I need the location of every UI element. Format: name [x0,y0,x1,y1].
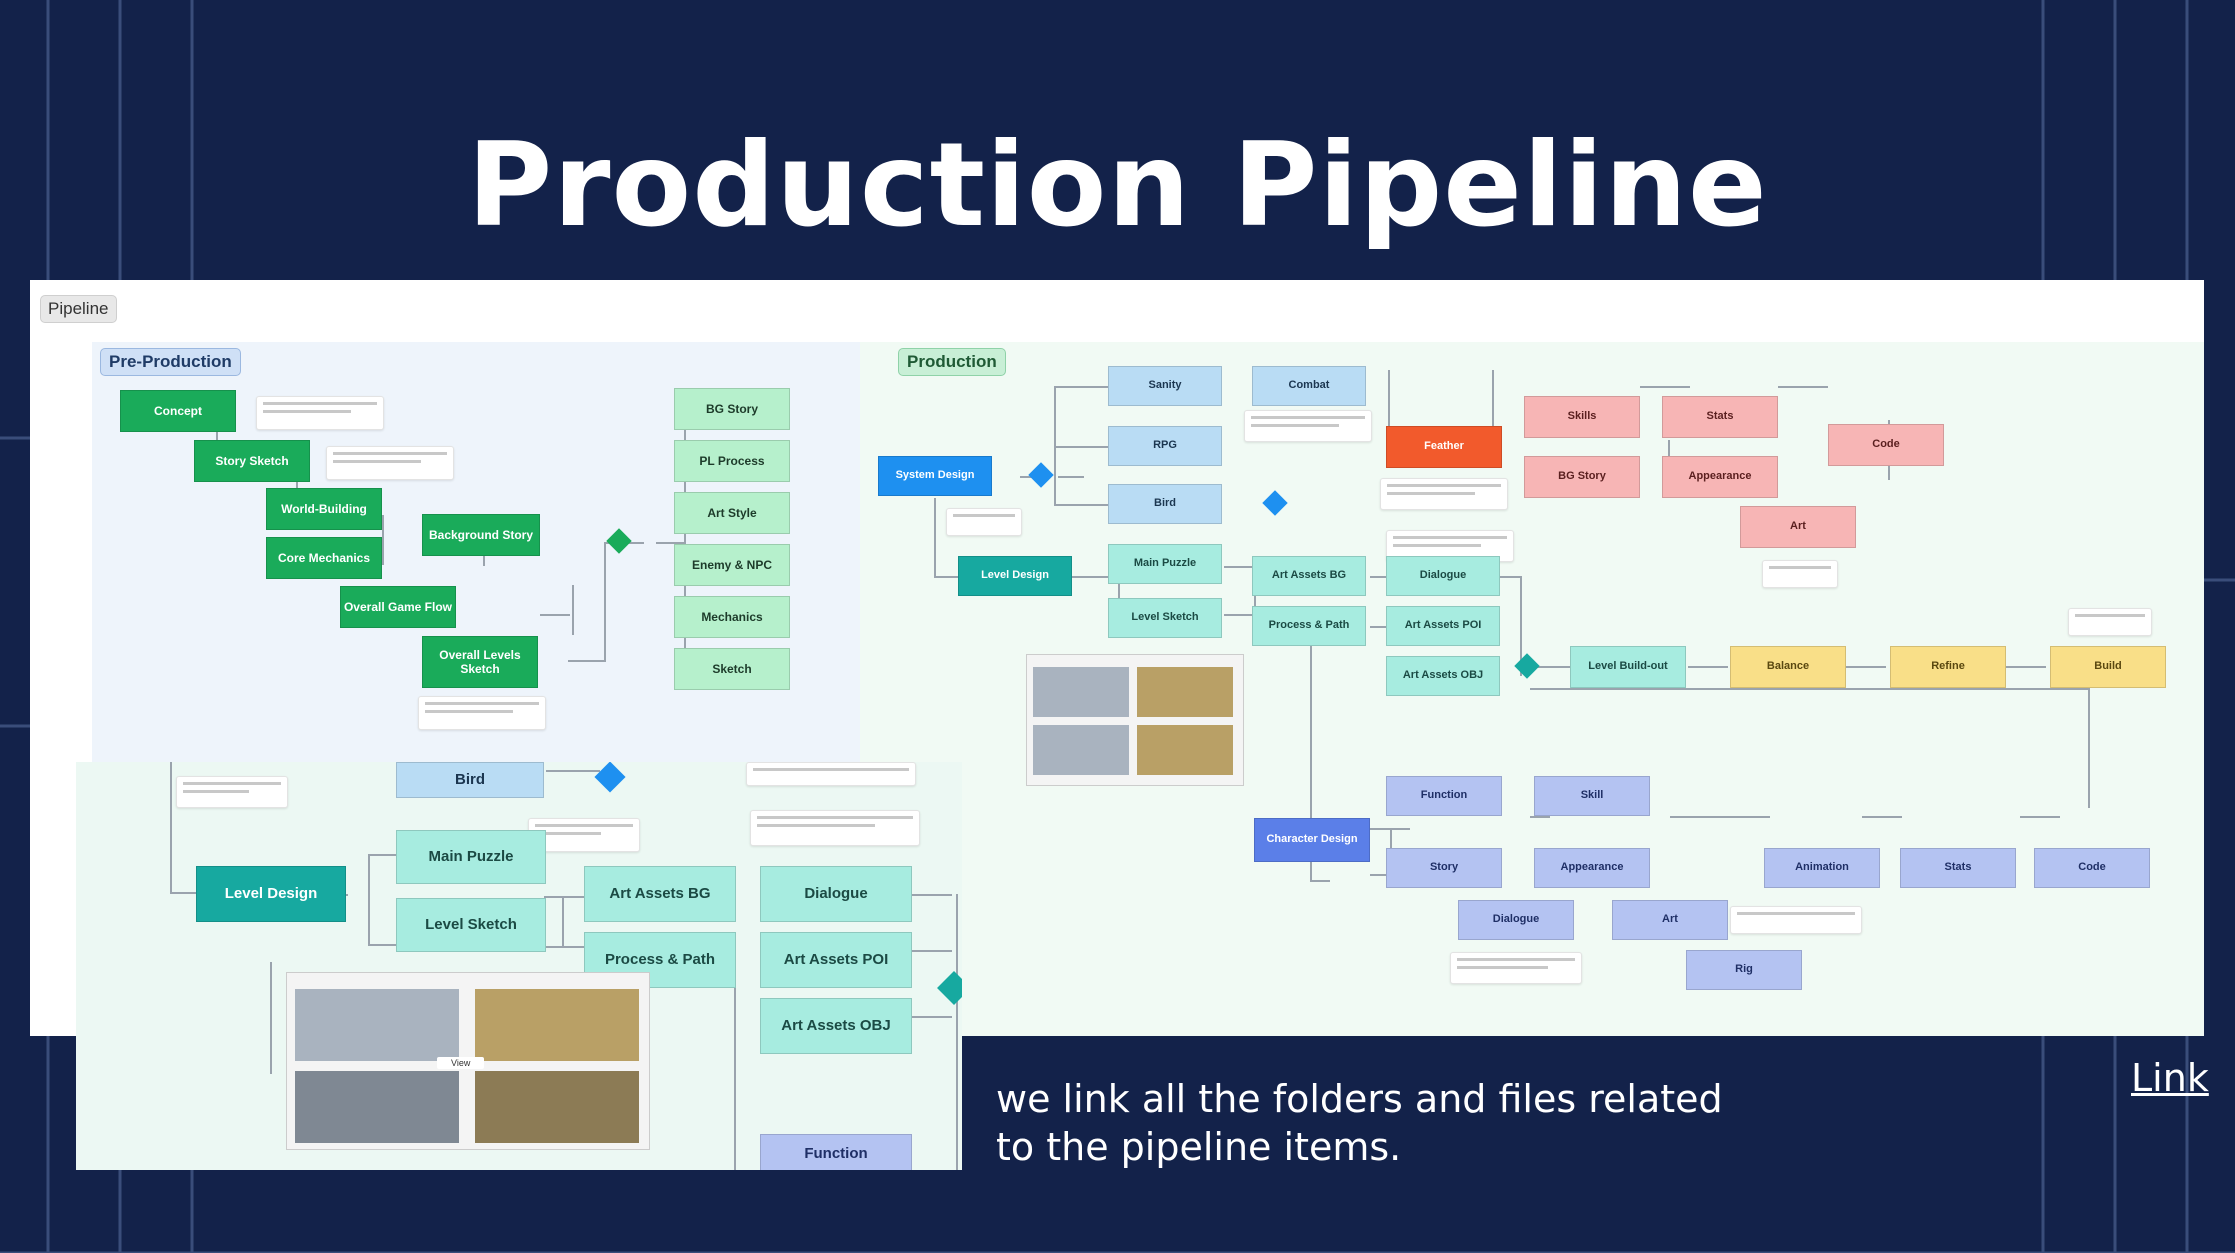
output-pl-process[interactable]: PL Process [674,440,790,482]
node-rig[interactable]: Rig [1686,950,1802,990]
node-character-design[interactable]: Character Design [1254,818,1370,862]
node-sanity[interactable]: Sanity [1108,366,1222,406]
node-core-mechanics[interactable]: Core Mechanics [266,537,382,579]
node-char-appearance[interactable]: Appearance [1534,848,1650,888]
node-animation[interactable]: Animation [1764,848,1880,888]
decision-diamond [937,971,962,1005]
node-build[interactable]: Build [2050,646,2166,688]
file-link-note[interactable] [256,396,384,430]
node-balance[interactable]: Balance [1730,646,1846,688]
node-refine[interactable]: Refine [1890,646,2006,688]
zoomed-detail-panel: Bird Level Design Main Puzzle Level Sket… [76,762,962,1170]
file-link-note[interactable] [1762,560,1838,588]
node-dialogue[interactable]: Dialogue [1386,556,1500,596]
file-link-note[interactable] [1450,952,1582,984]
node-char-dialogue[interactable]: Dialogue [1458,900,1574,940]
zoom-node-art-assets-poi[interactable]: Art Assets POI [760,932,912,988]
node-rpg[interactable]: RPG [1108,426,1222,466]
zoom-node-art-assets-obj[interactable]: Art Assets OBJ [760,998,912,1054]
file-link-note[interactable] [1244,410,1372,442]
node-code[interactable]: Code [1828,424,1944,466]
file-link-note[interactable] [1380,478,1508,510]
node-feather[interactable]: Feather [1386,426,1502,468]
zoom-node-level-sketch[interactable]: Level Sketch [396,898,546,952]
file-link-note[interactable] [750,810,920,846]
file-link-note[interactable] [746,762,916,786]
node-bg-story[interactable]: BG Story [1524,456,1640,498]
node-concept[interactable]: Concept [120,390,236,432]
node-stats[interactable]: Stats [1662,396,1778,438]
zoom-node-function[interactable]: Function [760,1134,912,1170]
output-art-style[interactable]: Art Style [674,492,790,534]
node-level-sketch[interactable]: Level Sketch [1108,598,1222,638]
file-link-note[interactable] [418,696,546,730]
node-process-path[interactable]: Process & Path [1252,606,1366,646]
output-bg-story[interactable]: BG Story [674,388,790,430]
level-screenshot-preview[interactable]: View [286,972,650,1150]
pipeline-tab[interactable]: Pipeline [40,295,117,323]
node-skill[interactable]: Skill [1534,776,1650,816]
zoom-node-bird[interactable]: Bird [396,762,544,798]
zoom-node-main-puzzle[interactable]: Main Puzzle [396,830,546,884]
output-enemy-npc[interactable]: Enemy & NPC [674,544,790,586]
file-link-note[interactable] [176,776,288,808]
node-art-assets-poi[interactable]: Art Assets POI [1386,606,1500,646]
node-art[interactable]: Art [1740,506,1856,548]
output-mechanics[interactable]: Mechanics [674,596,790,638]
node-world-building[interactable]: World-Building [266,488,382,530]
node-main-puzzle[interactable]: Main Puzzle [1108,544,1222,584]
node-story-sketch[interactable]: Story Sketch [194,440,310,482]
node-level-design[interactable]: Level Design [958,556,1072,596]
zoom-node-art-assets-bg[interactable]: Art Assets BG [584,866,736,922]
node-char-code[interactable]: Code [2034,848,2150,888]
node-overall-levels-sketch[interactable]: Overall Levels Sketch [422,636,538,688]
node-art-assets-obj[interactable]: Art Assets OBJ [1386,656,1500,696]
preproduction-label: Pre-Production [100,348,241,376]
file-link-note[interactable] [946,508,1022,536]
slide-caption: we link all the folders and files relate… [996,1075,1723,1171]
output-sketch[interactable]: Sketch [674,648,790,690]
caption-line-2: to the pipeline items. [996,1125,1402,1169]
zoom-node-level-design[interactable]: Level Design [196,866,346,922]
node-story[interactable]: Story [1386,848,1502,888]
node-skills[interactable]: Skills [1524,396,1640,438]
file-link-note[interactable] [2068,608,2152,636]
node-function[interactable]: Function [1386,776,1502,816]
node-bird[interactable]: Bird [1108,484,1222,524]
level-screenshot-thumbnail[interactable] [1026,654,1244,786]
node-art-assets-bg[interactable]: Art Assets BG [1252,556,1366,596]
file-link-note[interactable] [1730,906,1862,934]
caption-line-1: we link all the folders and files relate… [996,1077,1723,1121]
node-appearance[interactable]: Appearance [1662,456,1778,498]
slide-title: Production Pipeline [467,118,1768,253]
pipeline-link[interactable]: Link [2131,1056,2209,1100]
view-button[interactable]: View [437,1057,485,1069]
production-label: Production [898,348,1006,376]
node-char-art[interactable]: Art [1612,900,1728,940]
node-combat[interactable]: Combat [1252,366,1366,406]
file-link-note[interactable] [326,446,454,480]
node-system-design[interactable]: System Design [878,456,992,496]
node-overall-game-flow[interactable]: Overall Game Flow [340,586,456,628]
file-link-note[interactable] [528,818,640,852]
node-level-buildout[interactable]: Level Build-out [1570,646,1686,688]
decision-diamond [594,762,626,793]
node-char-stats[interactable]: Stats [1900,848,2016,888]
zoom-node-dialogue[interactable]: Dialogue [760,866,912,922]
node-background-story[interactable]: Background Story [422,514,540,556]
